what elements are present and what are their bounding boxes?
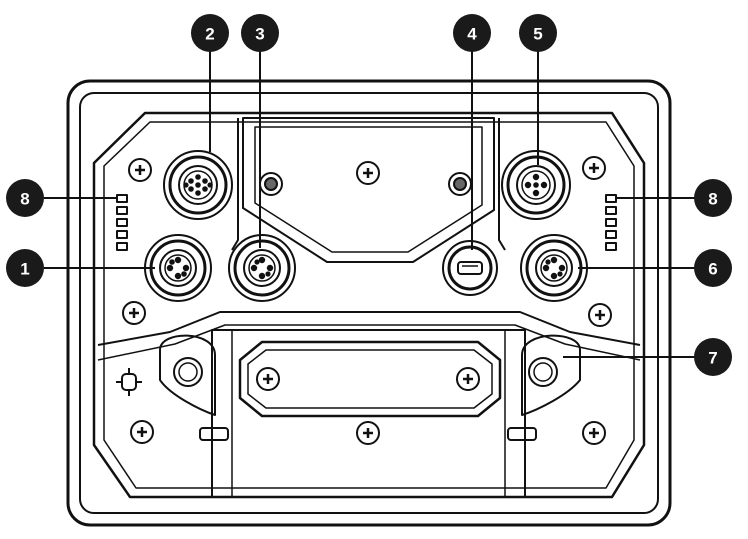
bottom-lid-inner <box>231 330 506 497</box>
callout-5-label: 5 <box>533 25 542 44</box>
callout-2-label: 2 <box>205 25 214 44</box>
screw-mid-right <box>588 303 612 327</box>
connector-4-usb <box>442 240 498 296</box>
top-center-plate <box>242 117 495 263</box>
left-rail <box>231 118 239 251</box>
label-plate <box>238 340 502 418</box>
lower-shoulder <box>97 311 641 346</box>
callout-8-right-label: 8 <box>708 190 717 209</box>
right-rail <box>498 118 506 251</box>
label-screw-left <box>256 367 280 391</box>
bottom-lid <box>211 329 526 498</box>
screw-mid-left <box>122 301 146 325</box>
callout-1-badge <box>6 249 44 287</box>
housing-outer <box>66 79 672 527</box>
stud-right <box>448 172 472 196</box>
connector-3 <box>228 234 296 302</box>
main-body <box>92 111 646 499</box>
screw-top-left <box>128 158 152 182</box>
housing-inner <box>79 92 659 514</box>
callout-3-badge <box>241 14 279 52</box>
right-clip <box>507 427 537 441</box>
left-ear-hole <box>173 357 203 387</box>
left-ear <box>159 334 216 416</box>
callout-8-left-badge <box>6 179 44 217</box>
callout-6-label: 6 <box>708 260 717 279</box>
right-ear-hole <box>528 357 558 387</box>
callout-3-label: 3 <box>255 25 264 44</box>
callout-1-label: 1 <box>20 260 29 279</box>
screw-bottom-left <box>130 420 154 444</box>
connector-5 <box>501 150 571 220</box>
label-screw-right <box>456 367 480 391</box>
main-body-inner <box>103 121 635 489</box>
callout-7-label: 7 <box>708 349 717 368</box>
stud-left <box>259 172 283 196</box>
callout-8-left-label: 8 <box>20 190 29 209</box>
callout-6-badge <box>694 249 732 287</box>
screw-top-right <box>582 156 606 180</box>
callout-2-badge <box>191 14 229 52</box>
connector-2 <box>163 150 233 220</box>
callout-4-badge <box>453 14 491 52</box>
connector-6 <box>520 234 588 302</box>
led-stack-left <box>116 194 128 251</box>
label-plate-inner <box>247 349 493 409</box>
callout-7-badge <box>694 338 732 376</box>
screw-bottom-center <box>356 421 380 445</box>
screw-top-center <box>356 161 380 185</box>
callout-5-badge <box>519 14 557 52</box>
ground-symbol-icon <box>116 368 142 396</box>
lower-shoulder-2 <box>97 324 641 361</box>
callout-4-label: 4 <box>467 25 477 44</box>
callout-8-right-badge <box>694 179 732 217</box>
led-stack-right <box>605 194 617 251</box>
screw-bottom-right <box>582 421 606 445</box>
left-clip <box>199 427 229 441</box>
top-center-plate-inner <box>254 126 483 253</box>
right-ear <box>521 334 581 416</box>
